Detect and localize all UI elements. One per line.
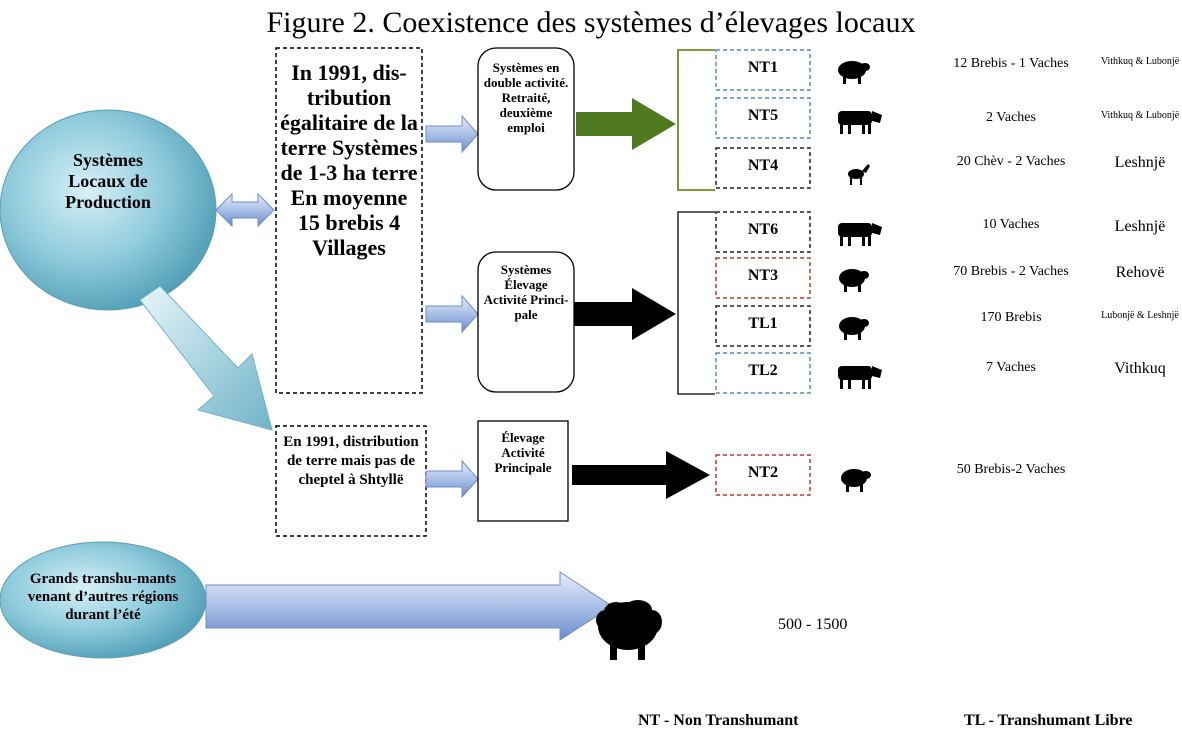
village-nt5: Vithkuq & Lubonjë <box>1100 110 1180 121</box>
arrow-to-main-activity <box>425 294 479 334</box>
village-tl1: Lubonjë & Leshnjë <box>1101 310 1179 321</box>
herd-nt3: 70 Brebis - 2 Vaches <box>953 264 1069 279</box>
code-box-nt2 <box>715 454 811 496</box>
code-nt6: NT6 <box>747 221 779 238</box>
transhumant-arrow <box>205 571 613 641</box>
sheep-icon <box>839 269 869 292</box>
code-box-nt5 <box>715 97 811 139</box>
code-nt2: NT2 <box>747 464 779 481</box>
cow-icon <box>838 223 882 246</box>
main-activity-text: Systèmes Élevage Activité Princi-pale <box>483 262 569 322</box>
code-tl1: TL1 <box>748 315 778 332</box>
herd-nt1: 12 Brebis - 1 Vaches <box>953 56 1069 71</box>
herd-nt6: 10 Vaches <box>982 217 1040 232</box>
code-nt4: NT4 <box>747 157 779 174</box>
elevage-principal-box <box>477 420 569 522</box>
village-nt3: Rehovë <box>1115 264 1165 281</box>
legend-nt: NT - Non Transhumant <box>638 712 799 729</box>
big-sheep-icon <box>596 600 662 660</box>
arrow-to-double-activity <box>425 114 479 154</box>
black-bracket <box>677 211 715 395</box>
distribution-1991-box <box>275 47 423 394</box>
cow-icon <box>838 366 882 389</box>
figure-title: Figure 2. Coexistence des systèmes d’éle… <box>266 6 916 39</box>
code-box-tl2 <box>715 352 811 394</box>
herd-nt5: 2 Vaches <box>986 110 1036 125</box>
code-tl2: TL2 <box>748 362 778 379</box>
code-box-nt3 <box>715 257 811 299</box>
village-nt1: Vithkuq & Lubonjë <box>1100 56 1180 67</box>
legend-tl: TL - Transhumant Libre <box>964 712 1133 729</box>
cow-icon <box>838 111 882 134</box>
green-bracket <box>677 49 715 191</box>
double-arrow <box>215 192 275 228</box>
goat-icon <box>848 164 870 185</box>
distribution-1991-text: In 1991, dis-tribution égalitaire de la … <box>280 60 418 260</box>
double-activity-text: Systèmes en double activité. Retraité, d… <box>483 60 569 135</box>
village-tl2: Vithkuq <box>1114 360 1166 377</box>
herd-tl2: 7 Vaches <box>986 360 1036 375</box>
herd-nt2: 50 Brebis-2 Vaches <box>956 462 1066 477</box>
herd-nt4: 20 Chèv - 2 Vaches <box>956 154 1066 169</box>
diagonal-arrow <box>139 285 273 431</box>
code-nt5: NT5 <box>747 107 779 124</box>
code-box-tl1 <box>715 305 811 347</box>
black-arrow-elevage <box>572 451 710 499</box>
elevage-principal-text: Élevage Activité Principale <box>494 430 552 475</box>
herd-tl1: 170 Brebis <box>980 310 1042 325</box>
code-nt3: NT3 <box>747 267 779 284</box>
village-nt6: Leshnjë <box>1114 218 1166 235</box>
sheep-icon <box>838 61 870 84</box>
sheep-icon <box>839 317 869 340</box>
transhumants-label: Grands transhu-mants venant d’autres rég… <box>27 571 179 623</box>
transhumant-count: 500 - 1500 <box>778 616 848 633</box>
double-activity-box <box>477 47 575 191</box>
green-arrow <box>576 98 676 150</box>
code-box-nt1 <box>715 49 811 91</box>
code-nt1: NT1 <box>747 59 779 76</box>
code-box-nt6 <box>715 211 811 253</box>
local-systems-label: Systèmes Locaux de Production <box>65 150 151 212</box>
shtylle-text: En 1991, distribution de terre mais pas … <box>283 434 419 488</box>
village-nt4: Leshnjë <box>1114 154 1166 171</box>
sheep-icon <box>841 469 871 492</box>
code-box-nt4 <box>715 147 811 189</box>
arrow-to-elevage-principal <box>425 459 479 499</box>
black-arrow-main <box>574 288 676 340</box>
